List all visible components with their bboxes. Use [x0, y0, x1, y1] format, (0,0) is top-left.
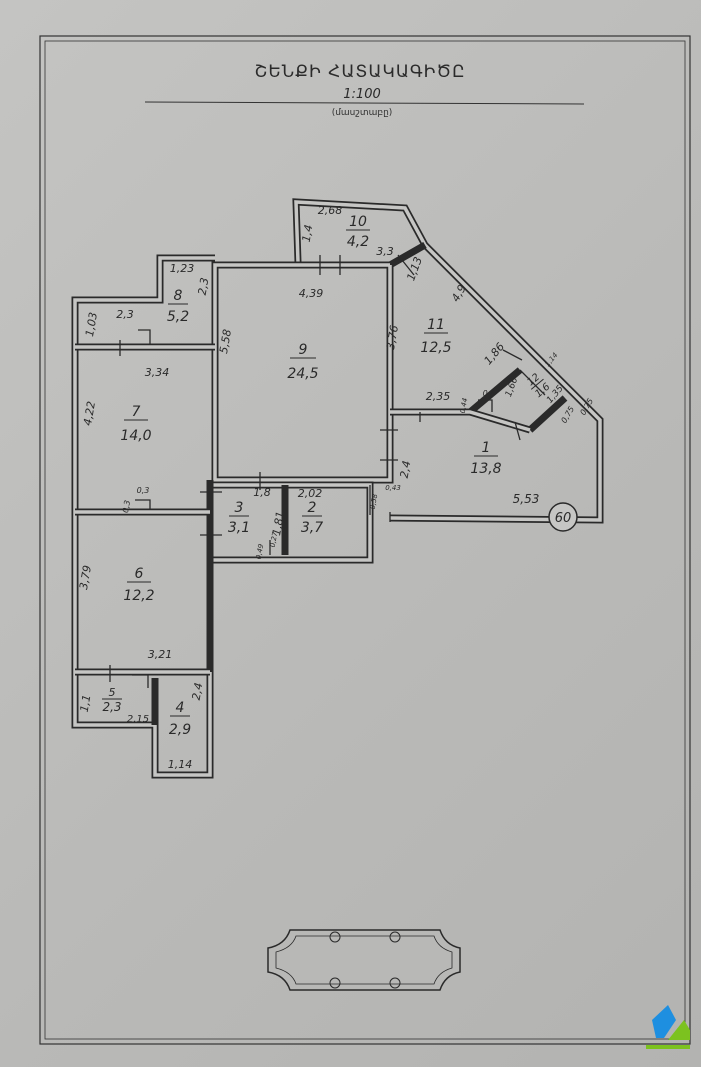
room-9: 924,5: [287, 342, 318, 382]
room-1: 113,8: [470, 440, 501, 477]
dimension: 5,58: [217, 328, 234, 354]
dimension: 3,76: [384, 324, 401, 350]
page-frame: [39, 35, 691, 1045]
dimension: 3,34: [145, 366, 170, 379]
plan-marker: 60: [548, 502, 578, 532]
dimension: 1,13: [404, 255, 425, 282]
room-number: 10: [349, 214, 367, 230]
room-area: 24,5: [287, 366, 318, 382]
dimension: 0,58: [369, 493, 380, 510]
room-number: 2: [308, 500, 317, 516]
room-labels: 113,8 23,7 33,1 42,9 52,3 612,2 714,0 85…: [102, 214, 552, 738]
plan-scale: 1:100: [343, 87, 380, 102]
room-number: 9: [299, 342, 308, 358]
room-area: 3,1: [228, 520, 250, 536]
room-number: 11: [427, 317, 445, 333]
room-area: 13,8: [470, 461, 501, 477]
room-number: 4: [176, 700, 185, 716]
dimension: 2,15: [127, 714, 149, 725]
room-8: 85,2: [167, 288, 189, 325]
room-number: 5: [109, 686, 116, 699]
dimension: 0,49: [255, 543, 266, 560]
dimension: 2,02: [298, 487, 323, 500]
room-area: 2,3: [102, 700, 121, 714]
dimension: 1,03: [83, 311, 100, 337]
dimension: 3,21: [148, 648, 173, 661]
room-6: 612,2: [123, 566, 154, 604]
dimension: 0,4: [483, 389, 496, 398]
room-number: 8: [174, 288, 183, 304]
dimension: 1,81: [270, 510, 287, 536]
dimension: 4,22: [81, 400, 98, 426]
room-number: 7: [132, 404, 141, 420]
dimension: 0,44: [459, 397, 470, 414]
room-area: 12,2: [123, 588, 154, 604]
room-3: 33,1: [228, 500, 250, 536]
room-10: 104,2: [346, 214, 370, 250]
room-area: 12,5: [420, 340, 451, 356]
dimension: 1,4: [300, 224, 316, 243]
dimension: 5,53: [513, 492, 540, 506]
watermark-logo: [646, 1005, 690, 1049]
room-7: 714,0: [120, 404, 151, 444]
plan-title: ՇԵՆՔԻ ՀԱՏԱԿԱԳԻԾԸ: [254, 62, 465, 82]
dimension: 1,14: [168, 758, 193, 771]
room-11: 11 12,5: [420, 317, 451, 356]
dimension-labels: 2,68 1,4 3,3 1,13 4,39 1,23 2,3 2,3 1,03…: [77, 204, 595, 771]
decorative-cartouche: [267, 929, 461, 991]
scale-caption: (մասշտաբը): [332, 108, 393, 118]
dimension: 0,43: [385, 484, 401, 492]
room-area: 3,7: [301, 520, 323, 536]
dimension: 2,35: [426, 390, 451, 403]
dimension: 0,3: [137, 486, 150, 495]
dimension: 4,39: [299, 287, 324, 300]
dimension: 2,3: [196, 277, 212, 296]
room-area: 2,9: [169, 722, 191, 738]
room-number: 1: [482, 440, 491, 456]
dimension: 1,8: [253, 486, 271, 499]
room-number: 6: [135, 566, 144, 582]
walls: [71, 198, 604, 779]
dimension: 3,3: [376, 245, 394, 258]
title-underline: [144, 101, 585, 105]
room-area: 14,0: [120, 428, 151, 444]
dimension: 1,14: [543, 351, 559, 368]
dimension: 0,27: [269, 531, 280, 548]
room-area: 5,2: [167, 309, 189, 325]
dimension: 2,4: [190, 682, 206, 701]
dimension: 1,1: [78, 694, 94, 713]
plan-marker-label: 60: [555, 511, 572, 526]
dimension: 0,75: [559, 405, 576, 425]
room-5: 52,3: [102, 686, 122, 714]
dimension: 1,23: [170, 262, 195, 275]
room-number: 3: [235, 500, 244, 516]
dimension: 2,3: [116, 308, 134, 321]
room-2: 23,7: [301, 500, 323, 536]
dimension: 2,4: [398, 460, 414, 479]
room-4: 42,9: [169, 700, 191, 738]
dimension: 3,79: [77, 564, 94, 590]
room-area: 4,2: [347, 234, 369, 250]
dimension: 0,3: [121, 500, 132, 514]
dimension: 2,68: [318, 204, 343, 217]
dimension: 1,86: [481, 340, 507, 367]
